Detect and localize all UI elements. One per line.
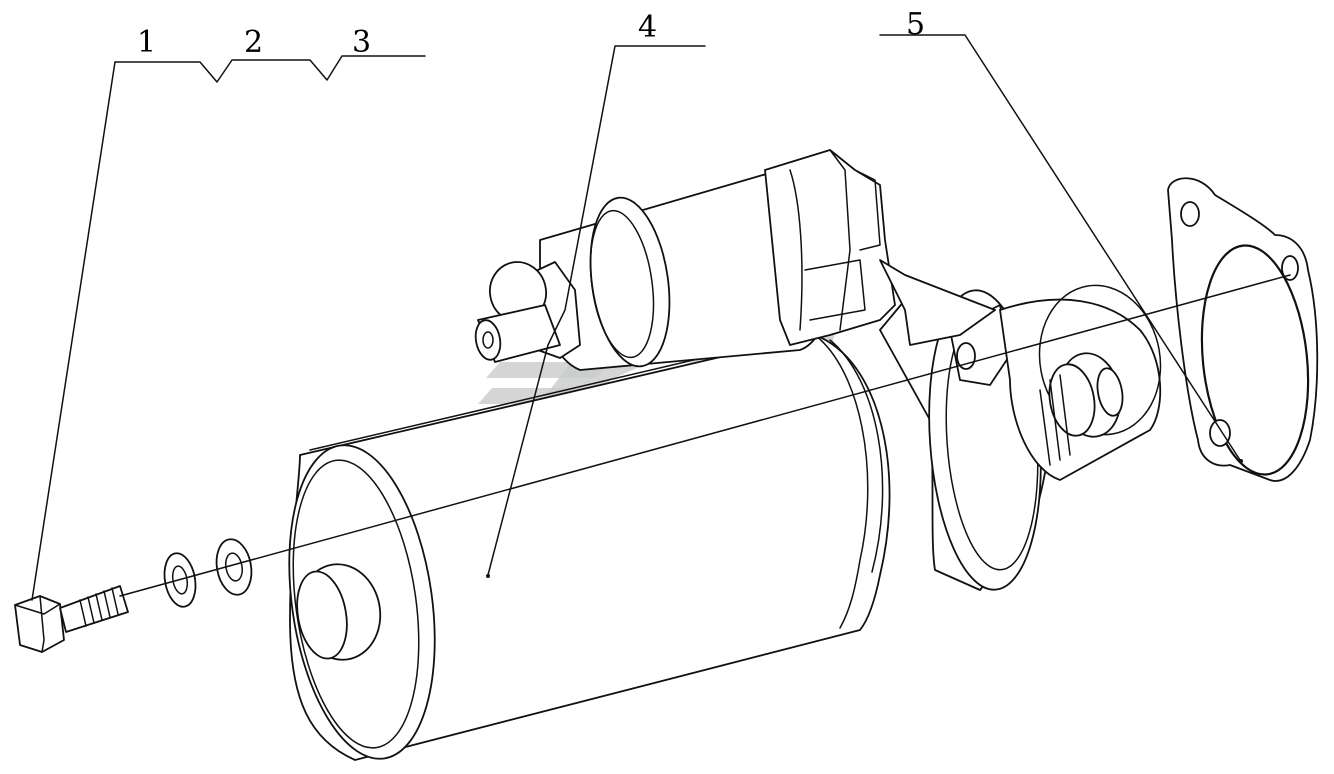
callout-3: 3 (352, 25, 371, 60)
callout-5: 5 (906, 7, 925, 42)
callout-4: 4 (638, 10, 657, 45)
callout-1: 1 (137, 25, 156, 60)
callout-2: 2 (244, 25, 263, 60)
solenoid (474, 149, 996, 371)
assembly-axis-line (119, 274, 1291, 597)
flat-washer (215, 538, 253, 596)
motor-housing (288, 334, 891, 761)
hex-bolt (14, 585, 129, 653)
leader-lines (31, 34, 1243, 601)
drive-end-housing (879, 284, 1162, 591)
flange-gasket (1167, 177, 1319, 482)
